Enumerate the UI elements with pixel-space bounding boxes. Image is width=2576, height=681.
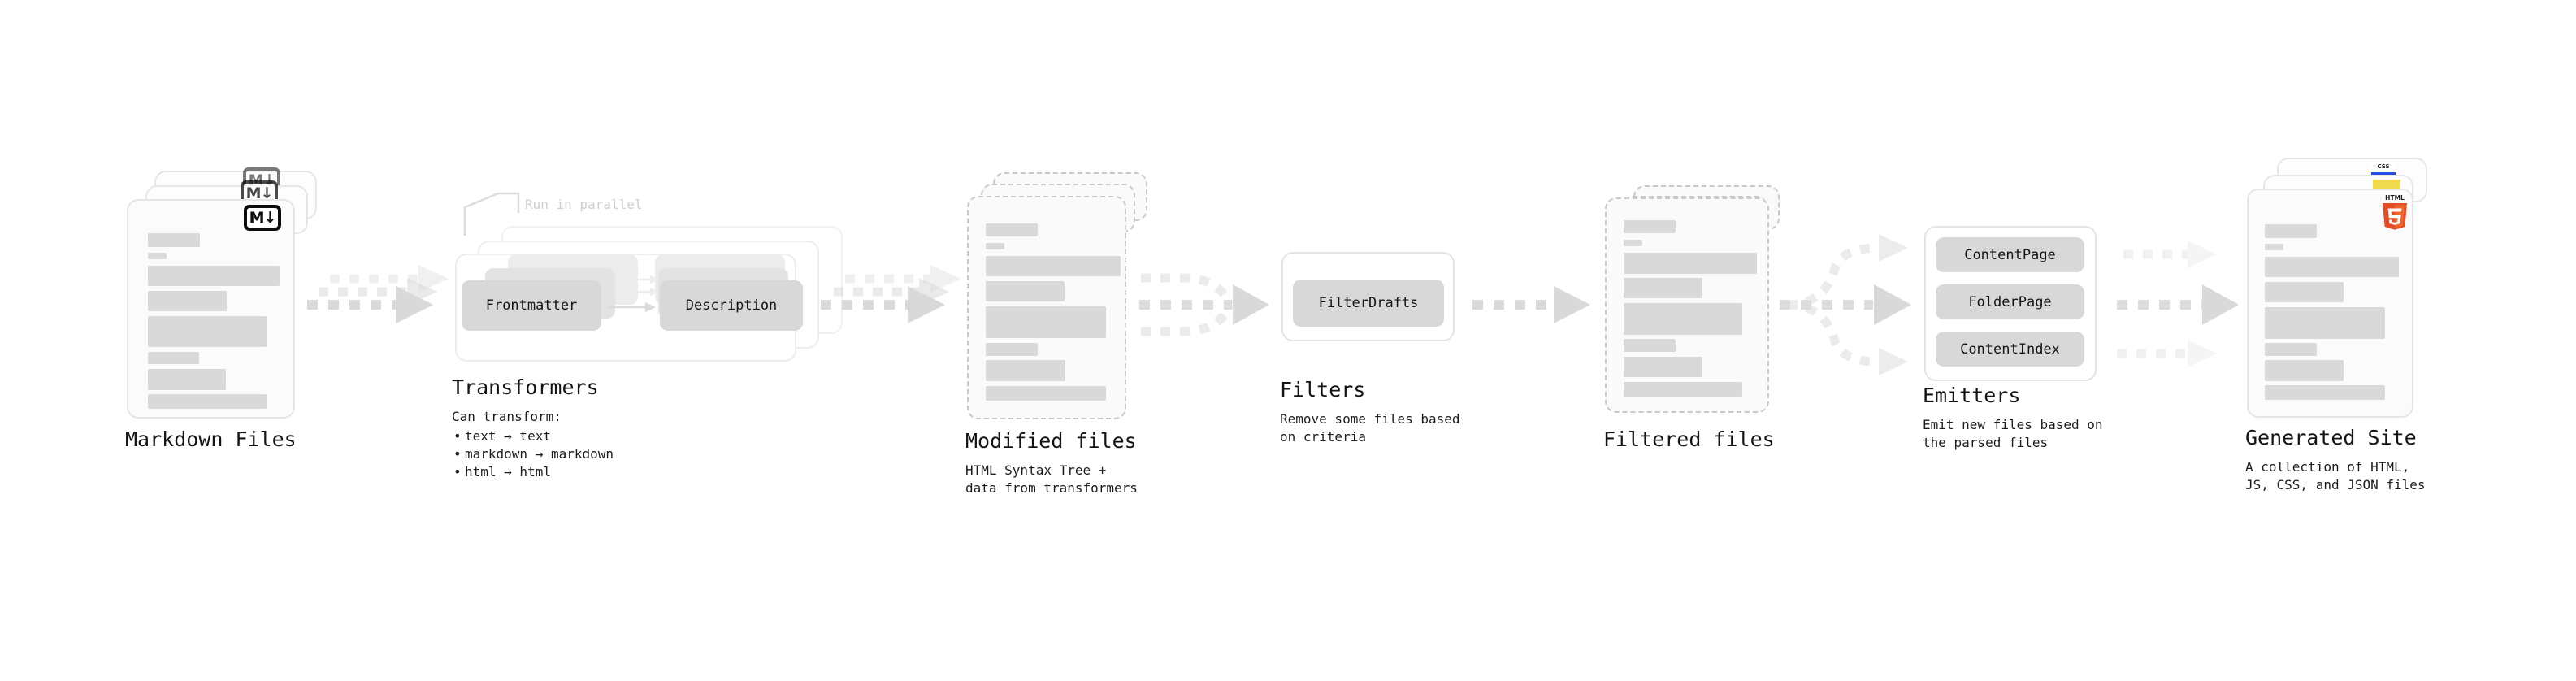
stage-title: Transformers bbox=[452, 375, 599, 399]
caption-transformers: Transformers Can transform: text → text … bbox=[452, 375, 614, 481]
css-badge: CSS bbox=[2371, 163, 2396, 176]
skeleton-bar bbox=[148, 291, 227, 311]
caption-markdown-files: Markdown Files bbox=[125, 427, 297, 452]
skeleton-bar bbox=[1624, 339, 1676, 352]
caption-generated-site: Generated Site A collection of HTML, JS,… bbox=[2245, 426, 2426, 494]
filtered-card-front bbox=[1605, 197, 1769, 413]
chip-label: ContentPage bbox=[1964, 246, 2056, 263]
svg-text:HTML: HTML bbox=[2385, 194, 2405, 202]
css-badge-bar bbox=[2371, 172, 2396, 176]
transform-type-item: html → html bbox=[452, 463, 614, 481]
skeleton-bar bbox=[2265, 282, 2344, 302]
stage-title: Filtered files bbox=[1603, 427, 1775, 451]
caption-filters: Filters Remove some files based on crite… bbox=[1280, 378, 1460, 446]
skeleton-bar bbox=[986, 360, 1065, 381]
skeleton-bar bbox=[148, 369, 226, 390]
skeleton-bar bbox=[148, 233, 200, 247]
skeleton-bar bbox=[1624, 382, 1742, 397]
chip-label: FilterDrafts bbox=[1318, 295, 1419, 311]
html5-icon: HTML bbox=[2383, 194, 2407, 230]
skeleton-bar bbox=[1624, 303, 1742, 335]
caption-modified-files: Modified files HTML Syntax Tree + data f… bbox=[965, 429, 1138, 497]
transformer-chip-frontmatter[interactable]: Frontmatter bbox=[462, 280, 601, 331]
emitter-chip-contentpage[interactable]: ContentPage bbox=[1936, 237, 2084, 272]
caption-filtered-files: Filtered files bbox=[1603, 427, 1775, 452]
skeleton-bar bbox=[986, 243, 1004, 249]
modified-card-front bbox=[967, 196, 1126, 419]
stage-subtitle: Remove some files based on criteria bbox=[1280, 411, 1460, 445]
stage-subtitle: HTML Syntax Tree + data from transformer… bbox=[965, 462, 1138, 496]
skeleton-bar bbox=[986, 256, 1121, 276]
skeleton-bar bbox=[2265, 360, 2344, 381]
filter-chip-filterdrafts[interactable]: FilterDrafts bbox=[1293, 280, 1444, 327]
skeleton-bar bbox=[148, 316, 267, 347]
skeleton-bar bbox=[148, 253, 167, 259]
caption-emitters: Emitters Emit new files based on the par… bbox=[1923, 384, 2103, 452]
transform-type-list: text → text markdown → markdown html → h… bbox=[452, 427, 614, 481]
skeleton-bar bbox=[2265, 307, 2385, 339]
run-in-parallel-label: Run in parallel bbox=[525, 197, 643, 212]
html5-badge: HTML bbox=[2379, 193, 2410, 232]
emitter-chip-contentindex[interactable]: ContentIndex bbox=[1936, 332, 2084, 367]
skeleton-bar bbox=[986, 306, 1106, 338]
skeleton-bar bbox=[986, 386, 1106, 401]
skeleton-bar bbox=[1624, 240, 1642, 246]
emitter-chip-folderpage[interactable]: FolderPage bbox=[1936, 284, 2084, 319]
skeleton-bar bbox=[2265, 257, 2399, 277]
skeleton-bar bbox=[148, 394, 267, 409]
transformer-chip-description[interactable]: Description bbox=[660, 280, 803, 331]
markdown-badge: M↓ bbox=[244, 205, 281, 231]
chip-label: Frontmatter bbox=[485, 297, 578, 314]
skeleton-bar bbox=[2265, 224, 2317, 238]
skeleton-bar bbox=[986, 343, 1038, 356]
skeleton-bar bbox=[148, 352, 199, 364]
stage-title: Markdown Files bbox=[125, 427, 297, 451]
skeleton-bar bbox=[1624, 253, 1757, 274]
skeleton-bar bbox=[2265, 343, 2317, 356]
skeleton-bar bbox=[986, 281, 1065, 301]
css-badge-label: CSS bbox=[2377, 163, 2390, 170]
skeleton-bar bbox=[2265, 385, 2385, 400]
stage-title: Emitters bbox=[1923, 384, 2021, 407]
skeleton-bar bbox=[1624, 278, 1702, 298]
chip-label: Description bbox=[685, 297, 778, 314]
stage-title: Generated Site bbox=[2245, 426, 2417, 449]
stage-title: Filters bbox=[1280, 378, 1366, 401]
skeleton-bar bbox=[986, 223, 1038, 236]
skeleton-bar bbox=[1624, 357, 1702, 377]
site-card-front bbox=[2247, 189, 2413, 418]
chip-label: ContentIndex bbox=[1960, 340, 2060, 358]
skeleton-bar bbox=[1624, 220, 1676, 233]
chip-label: FolderPage bbox=[1968, 293, 2052, 310]
stage-title: Modified files bbox=[965, 429, 1137, 453]
markdown-card-front bbox=[127, 199, 295, 419]
transform-type-item: markdown → markdown bbox=[452, 445, 614, 463]
stage-subtitle: A collection of HTML, JS, CSS, and JSON … bbox=[2245, 459, 2426, 492]
stage-subtitle: Emit new files based on the parsed files bbox=[1923, 417, 2103, 450]
skeleton-bar bbox=[148, 266, 280, 286]
skeleton-bar bbox=[2265, 244, 2283, 250]
stage-subtitle: Can transform: bbox=[452, 409, 562, 424]
transform-type-item: text → text bbox=[452, 427, 614, 445]
